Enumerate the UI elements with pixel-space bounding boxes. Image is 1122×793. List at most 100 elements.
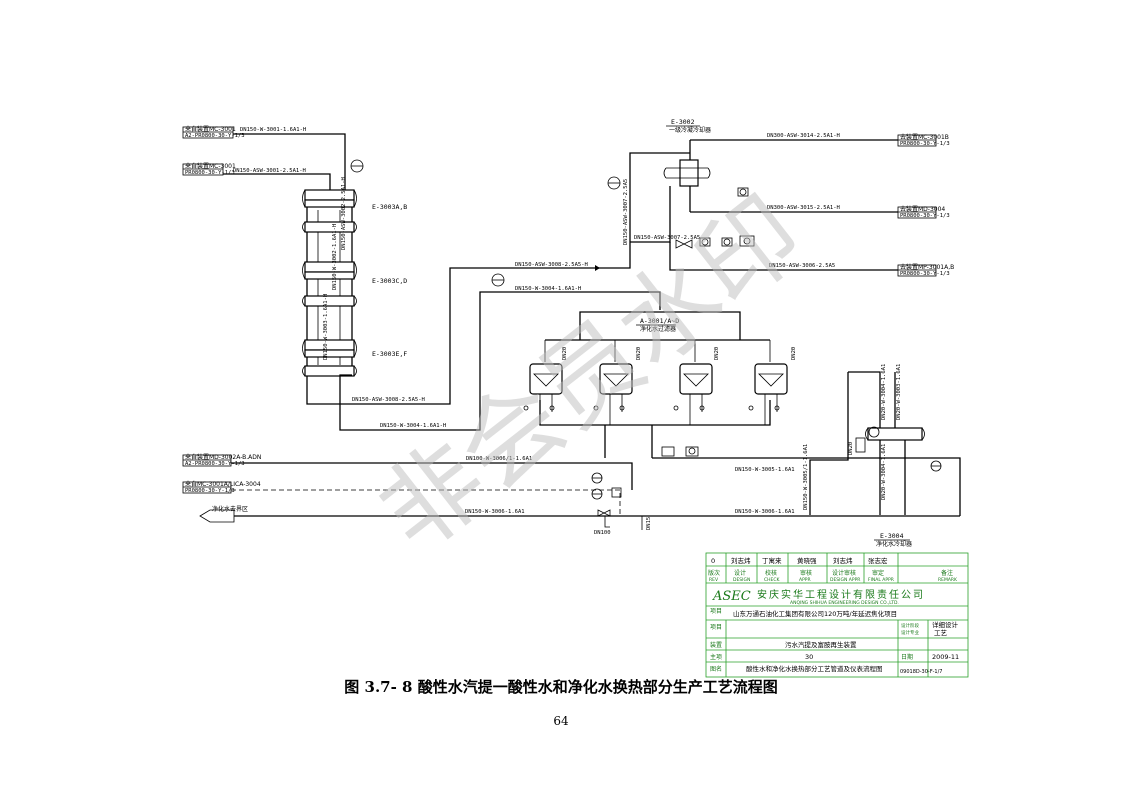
a3001-tag: A-3001/A~D xyxy=(640,317,679,325)
lower-line-2: DN150-W-3006-1.6A1 xyxy=(465,509,525,515)
left-vline-1: DN150-W-3002-1.6A1-H xyxy=(332,224,338,290)
right-outlet-2: 去装置MD-3004 PR0800-30-Y-1/3 xyxy=(897,205,950,219)
tank-1-label: DN20 xyxy=(562,347,568,360)
tb-project-label: 项目 xyxy=(710,608,722,615)
left-inlet-2-tag: 来自装置MC-3001 xyxy=(185,162,236,170)
right-outlet-3-tag: 去装置MP-3001A,B xyxy=(900,263,954,271)
tb-role-appr: 审核 xyxy=(800,569,812,577)
exchanger-e3003cd xyxy=(302,261,357,280)
tb-role-en-check: CHECK xyxy=(764,577,781,583)
e3003ab-tag: E-3003A,B xyxy=(372,203,407,211)
tb-stage-label: 设计阶段 xyxy=(901,622,919,629)
lower-left-inlet-1: 来自装置MD-3002A-B.ADN A2-PR0800-30-Y-1/3 DN… xyxy=(182,453,633,490)
title-block: 0 刘志炜 丁寓来 黄晓强 刘志炜 张志宏 版次 设计 校核 审核 设计审核 审… xyxy=(705,552,969,678)
tank-2-label: DN20 xyxy=(636,347,642,360)
lower-line-5: DN100 xyxy=(594,530,611,536)
tb-left-label-1: 项目 xyxy=(710,624,722,631)
tb-left-label-3: 主项 xyxy=(710,653,722,661)
tb-design-approver: 刘志炜 xyxy=(833,556,853,565)
left-inlet-1: 来自装置MC-3001 A2-PR0800-30-Y-1/3 DN150-W-3… xyxy=(182,125,346,195)
e3004-line-2: DN20-W-3003-1.6A1 xyxy=(896,364,902,420)
lower-inlet-2-tag: 来自MC-3001A/LICA-3004 xyxy=(185,480,261,488)
tb-role-check: 校核 xyxy=(765,569,777,577)
tb-role-final-appr: 审定 xyxy=(872,569,884,577)
tb-project: 山东万通石油化工集团有限公司120万吨/年延迟焦化项目 xyxy=(733,609,897,618)
instrument-group-lower xyxy=(591,472,622,517)
tr-line-1: DN300-ASW-3014-2.5A1-H xyxy=(767,133,840,139)
right-outlet-1-tag: 去装置MC-3001B xyxy=(900,133,949,141)
page-number: 64 xyxy=(553,714,569,728)
lower-inlet-1-line: DN100-W-3006/1-1.6A1 xyxy=(466,456,532,462)
company-cn: 安庆实华工程设计有限责任公司 xyxy=(757,588,925,601)
tb-role-rev: 版次 xyxy=(708,569,720,577)
filter-tank-4: DN20 xyxy=(748,340,797,425)
exchanger-e3003cd-lower xyxy=(302,295,357,307)
tb-role-en-remark: REMARK xyxy=(938,577,958,583)
e3003cd-tag: E-3003C,D xyxy=(372,277,407,285)
exchanger-e3002: E-3002 一级冷凝冷却器 xyxy=(663,118,711,212)
left-inlet-1-line: DN150-W-3001-1.6A1-H xyxy=(240,127,306,133)
e3004-line-3: DN20-W-3004-1.6A1 xyxy=(881,444,887,500)
tb-item-no: 30 xyxy=(805,653,813,661)
left-vline-2: DN150-ASW-3002-2.5A1-H xyxy=(341,177,347,250)
tb-drawing-no: 09018D-30-F-1/7 xyxy=(900,669,942,675)
filter-group-a3001: A-3001/A~D 净化水过滤器 DN20 DN20 xyxy=(523,311,797,458)
tb-date-label: 日期 xyxy=(901,653,913,661)
tank-3-label: DN20 xyxy=(714,347,720,360)
outlet-arrow: 净化水去界区 xyxy=(199,505,960,523)
bottom-left-line-1: DN150-ASW-3008-2.5A5-H xyxy=(352,397,425,403)
lower-line-1: DN150-W-3005-1.6A1 xyxy=(735,467,795,473)
tb-date: 2009-11 xyxy=(932,653,959,661)
lower-inlet-2-sub: PR0800-30-Y-1/3 xyxy=(185,488,235,494)
tb-left-label-2: 装置 xyxy=(710,641,722,649)
lower-inlet-1-tag: 来自装置MD-3002A-B.ADN xyxy=(185,453,261,461)
figure-caption: 图 3.7- 8 酸性水汽提一酸性水和净化水换热部分生产工艺流程图 xyxy=(344,678,778,696)
asec-logo: ASEC xyxy=(712,589,751,604)
tb-role-remark: 备注 xyxy=(941,569,953,577)
tb-left-label-4: 图名 xyxy=(710,665,722,673)
top-right-lines: DN300-ASW-3014-2.5A1-H DN300-ASW-3015-2.… xyxy=(623,133,898,271)
tb-role-en-design: DESIGN xyxy=(733,577,750,583)
left-inlet-2-sub: PR0800-30-Y-1/3 xyxy=(185,170,235,176)
left-inlet-1-sub: A2-PR0800-30-Y-1/3 xyxy=(185,133,245,139)
tb-role-en-rev: REV xyxy=(709,577,719,583)
tb-designer: 刘志炜 xyxy=(731,556,751,565)
bottom-left-line-2: DN150-W-3004-1.6A1-H xyxy=(380,423,446,429)
tb-role-en-appr: APPR xyxy=(799,577,811,583)
tb-rev: 0 xyxy=(711,557,715,565)
left-vline-3: DN150-W-3003-1.6A1-H xyxy=(323,294,329,360)
exchanger-stack-left: E-3003A,B E-3003C,D E-3003E,F xyxy=(302,177,407,400)
right-outlet-2-tag: 去装置MD-3004 xyxy=(900,205,945,213)
tb-approver: 黄晓强 xyxy=(797,556,817,565)
tank-4-label: DN20 xyxy=(791,347,797,360)
filter-tank-3: DN20 xyxy=(673,340,720,425)
mid-line-2: DN150-W-3004-1.6A1-H xyxy=(515,286,581,292)
tr-vline: DN150-ASW-3007-2.5A5 xyxy=(623,179,629,245)
tb-specialty: 工艺 xyxy=(934,629,948,637)
tb-drawing-title: 酸性水和净化水换热部分工艺管道及仪表流程图 xyxy=(746,664,883,673)
e3004-line-1: DN20-W-3004-1.6A1 xyxy=(881,364,887,420)
exchanger-e3004: DN20-W-3004-1.6A1 DN20-W-3003-1.6A1 DN20… xyxy=(809,364,942,548)
e3002-tag: E-3002 xyxy=(671,118,695,126)
exchanger-e3003ab xyxy=(302,189,357,208)
left-inlet-2: 来自装置MC-3001 PR0800-30-Y-1/3 DN150-ASW-30… xyxy=(182,162,331,195)
left-stack-bottom-lines: DN150-ASW-3008-2.5A5-H DN150-W-3004-1.6A… xyxy=(306,152,690,431)
right-outlet-3-sub: PR0800-30-Y-1/3 xyxy=(900,271,950,277)
tb-stage: 详细设计 xyxy=(932,620,959,629)
tb-specialty-label: 设计专业 xyxy=(901,629,919,636)
tb-role-en-design-appr: DESIGN APPR xyxy=(830,577,860,583)
exchanger-e3003ef xyxy=(302,339,357,358)
a3001-sub: 净化水过滤器 xyxy=(640,325,676,333)
left-inlet-2-line: DN150-ASW-3001-2.5A1-H xyxy=(233,168,306,174)
instrument-bubble-2 xyxy=(491,273,505,287)
exchanger-e3003ef-lower xyxy=(302,365,357,377)
e3004-sub: 净化水冷却器 xyxy=(876,540,912,548)
right-outlet-2-sub: PR0800-30-Y-1/3 xyxy=(900,213,950,219)
lower-line-4: DN150-W-3005/1-1.6A1 xyxy=(803,444,809,510)
instrument-bubble-1 xyxy=(350,159,364,173)
mid-line-1: DN150-ASW-3008-2.5A5-H xyxy=(515,262,588,268)
e3004-line-4: DN20 xyxy=(848,442,854,455)
tr-line-4: DN150-ASW-3007-2.5A5 xyxy=(634,235,700,241)
tb-role-design: 设计 xyxy=(734,569,746,577)
